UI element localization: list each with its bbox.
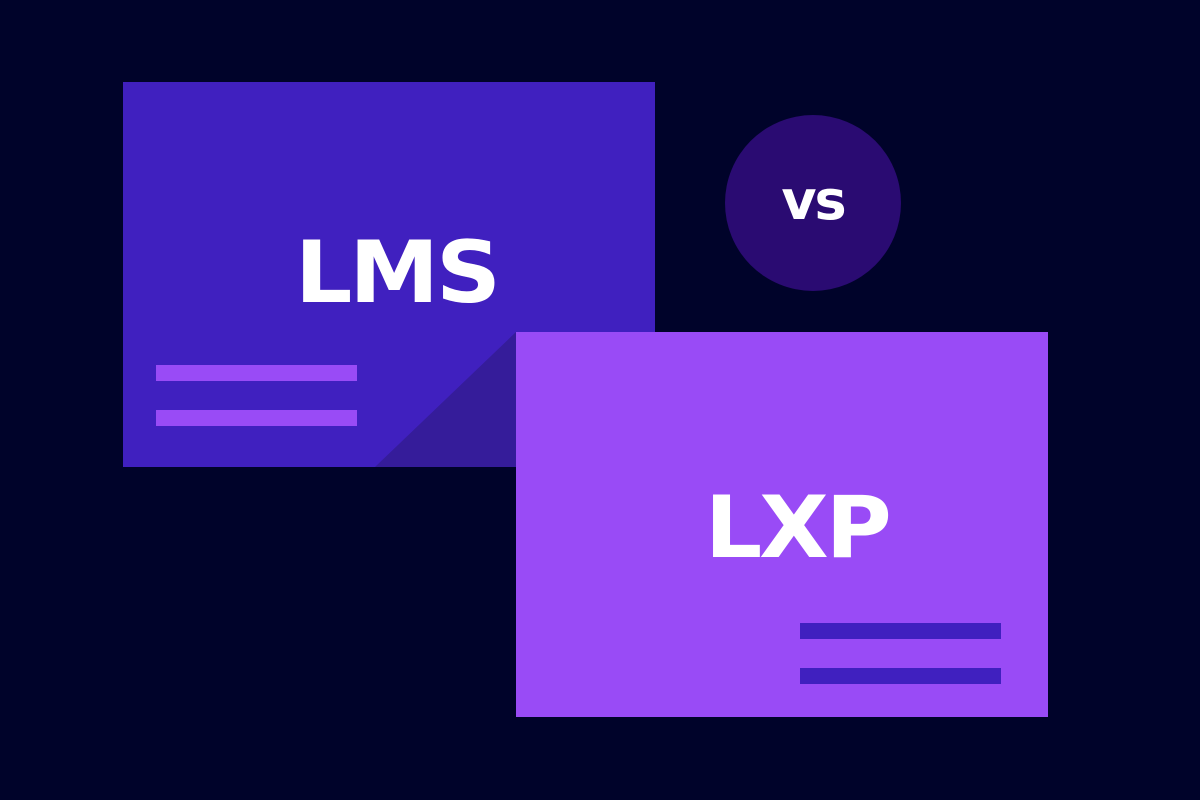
- lms-card: LMS: [123, 82, 655, 467]
- lxp-text-line-1: [800, 623, 1001, 639]
- vs-label: vs: [781, 168, 846, 232]
- lxp-text-line-2: [800, 668, 1001, 684]
- card-shadow: [375, 332, 516, 467]
- lxp-title: LXP: [704, 478, 892, 578]
- lms-text-line-2: [156, 410, 357, 426]
- lms-text-line-1: [156, 365, 357, 381]
- lms-title: LMS: [294, 223, 501, 323]
- vs-badge: vs: [725, 115, 901, 291]
- lxp-card: LXP: [516, 332, 1048, 717]
